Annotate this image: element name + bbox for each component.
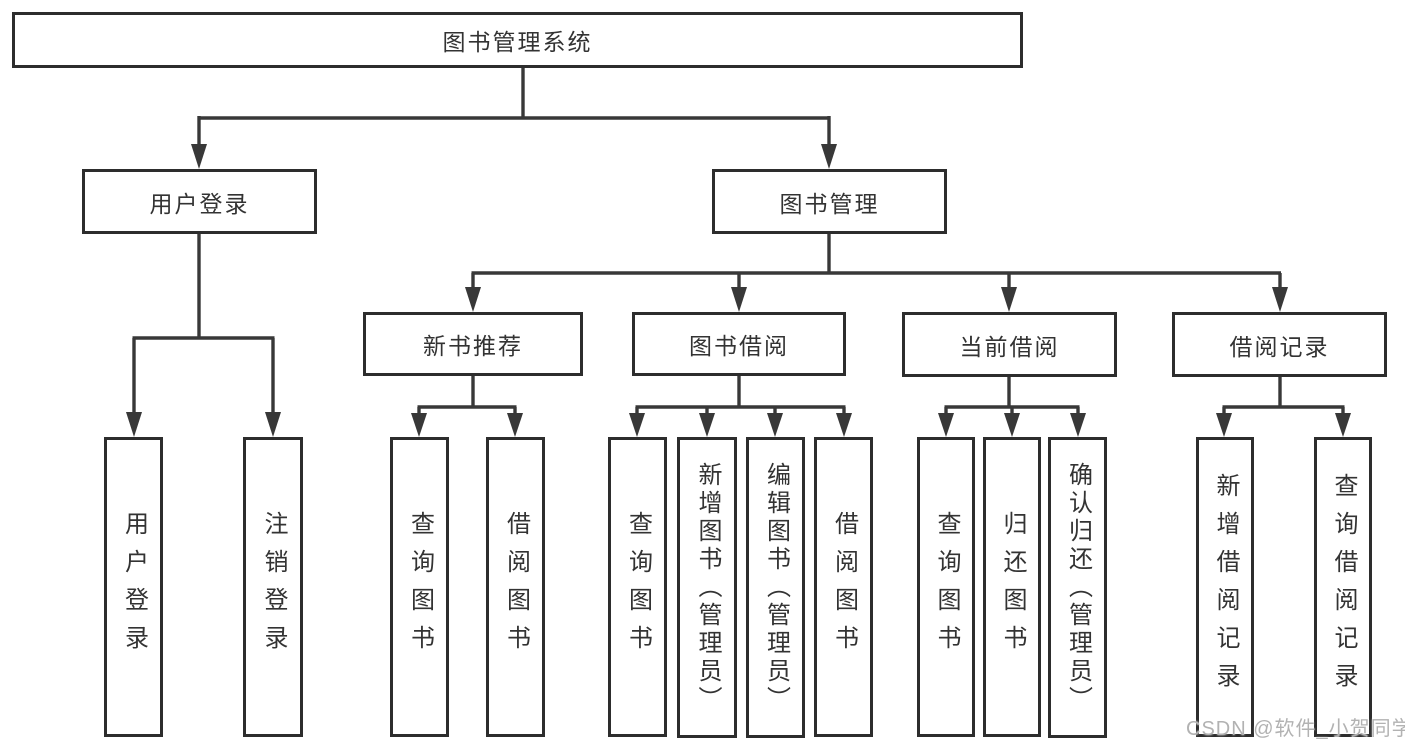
leaf-borrow-edit: 编辑图书（管理员）	[746, 437, 805, 738]
leaf-newbooks-query: 查询图书	[390, 437, 449, 737]
leaf-current-return-label: 归还图书	[999, 511, 1026, 663]
node-new-books-label: 新书推荐	[423, 333, 523, 359]
leaf-current-return: 归还图书	[983, 437, 1041, 737]
node-book-borrow: 图书借阅	[632, 312, 846, 376]
leaf-borrow-add-label: 新增图书（管理员）	[694, 461, 721, 714]
node-book-borrow-label: 图书借阅	[689, 333, 789, 359]
leaf-logout-label: 注销登录	[260, 511, 287, 663]
node-borrow-records: 借阅记录	[1172, 312, 1387, 377]
leaf-current-confirm: 确认归还（管理员）	[1048, 437, 1107, 738]
leaf-newbooks-borrow: 借阅图书	[486, 437, 545, 737]
leaf-borrow-add: 新增图书（管理员）	[677, 437, 737, 738]
leaf-newbooks-borrow-label: 借阅图书	[502, 511, 530, 663]
leaf-newbooks-query-label: 查询图书	[406, 511, 434, 663]
node-root-label: 图书管理系统	[442, 29, 593, 55]
leaf-borrow-edit-label: 编辑图书（管理员）	[762, 461, 790, 714]
node-borrow-records-label: 借阅记录	[1229, 333, 1330, 360]
leaf-logout: 注销登录	[243, 437, 303, 737]
leaf-current-confirm-label: 确认归还（管理员）	[1064, 461, 1092, 714]
leaf-records-add: 新增借阅记录	[1196, 437, 1254, 737]
leaf-borrow-borrow-label: 借阅图书	[830, 511, 858, 663]
node-root: 图书管理系统	[12, 12, 1023, 68]
leaf-user-login-label: 用户登录	[120, 511, 148, 663]
csdn-watermark: CSDN @软件_小贺同学	[1186, 718, 1405, 740]
node-user-login: 用户登录	[82, 169, 317, 234]
leaf-records-add-label: 新增借阅记录	[1212, 473, 1239, 701]
leaf-borrow-query-label: 查询图书	[624, 511, 652, 663]
leaf-borrow-query: 查询图书	[608, 437, 667, 737]
node-current-borrow: 当前借阅	[902, 312, 1117, 377]
node-book-mgmt: 图书管理	[712, 169, 947, 234]
leaf-borrow-borrow: 借阅图书	[814, 437, 873, 737]
leaf-current-query-label: 查询图书	[933, 511, 960, 663]
node-current-borrow-label: 当前借阅	[959, 333, 1060, 360]
leaf-records-query-label: 查询借阅记录	[1330, 473, 1357, 701]
leaf-user-login: 用户登录	[104, 437, 163, 737]
leaf-records-query: 查询借阅记录	[1314, 437, 1372, 737]
node-book-mgmt-label: 图书管理	[779, 190, 880, 217]
node-new-books: 新书推荐	[363, 312, 583, 376]
node-user-login-label: 用户登录	[149, 190, 250, 217]
leaf-current-query: 查询图书	[917, 437, 975, 737]
